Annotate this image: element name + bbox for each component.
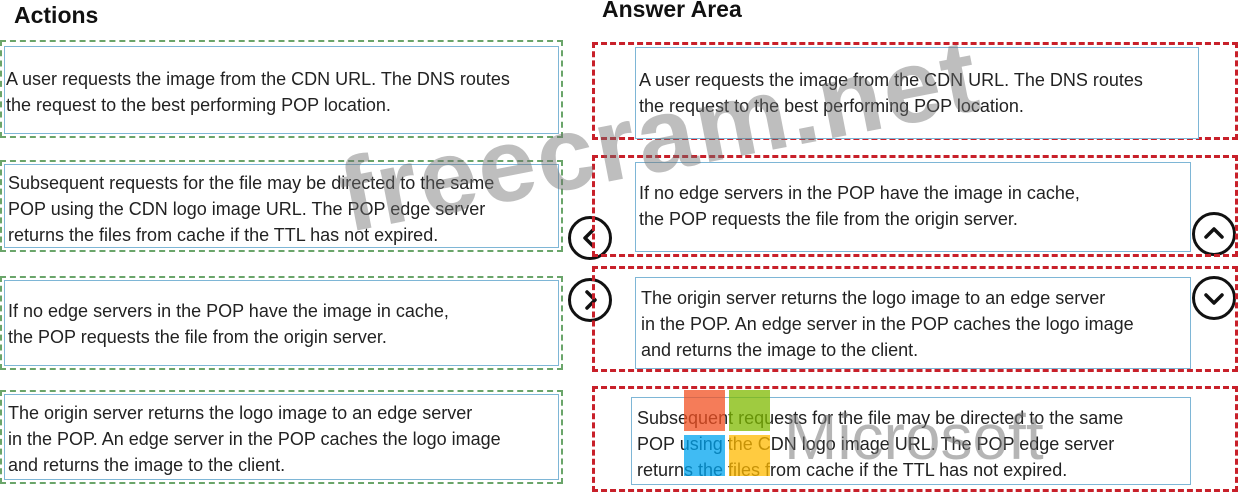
chevron-right-icon (585, 290, 597, 310)
answer-slot[interactable]: The origin server returns the logo image… (592, 266, 1238, 372)
action-item[interactable]: The origin server returns the logo image… (0, 390, 563, 484)
action-item-text: Subsequent requests for the file may be … (8, 173, 495, 245)
answer-slot[interactable]: A user requests the image from the CDN U… (592, 42, 1238, 140)
answer-slot[interactable]: If no edge servers in the POP have the i… (592, 155, 1238, 257)
chevron-down-icon (1204, 293, 1224, 305)
action-item[interactable]: A user requests the image from the CDN U… (0, 40, 563, 138)
answer-item-text: A user requests the image from the CDN U… (639, 70, 1143, 116)
move-left-button[interactable] (568, 216, 612, 260)
action-item-text: If no edge servers in the POP have the i… (8, 301, 449, 347)
answer-item-text: Subsequent requests for the file may be … (637, 408, 1124, 480)
move-down-button[interactable] (1192, 276, 1236, 320)
move-right-button[interactable] (568, 278, 612, 322)
action-item[interactable]: Subsequent requests for the file may be … (0, 160, 563, 252)
answer-item[interactable] (635, 277, 1191, 369)
answer-item[interactable] (635, 47, 1199, 139)
action-item-inner (4, 164, 559, 248)
answer-area-heading: Answer Area (602, 0, 742, 22)
chevron-up-icon (1204, 227, 1224, 239)
answer-item-text: The origin server returns the logo image… (641, 288, 1134, 360)
actions-heading: Actions (14, 2, 99, 28)
move-up-button[interactable] (1192, 212, 1236, 256)
answer-item-text: If no edge servers in the POP have the i… (639, 183, 1080, 229)
chevron-left-icon (583, 228, 595, 248)
action-item-inner (4, 46, 559, 134)
answer-slot[interactable]: Subsequent requests for the file may be … (592, 386, 1238, 492)
answer-item[interactable] (635, 162, 1191, 252)
action-item-inner (4, 280, 559, 366)
action-item-text: A user requests the image from the CDN U… (6, 69, 510, 115)
action-item[interactable]: If no edge servers in the POP have the i… (0, 276, 563, 370)
action-item-text: The origin server returns the logo image… (8, 403, 501, 475)
action-item-inner (4, 394, 559, 480)
